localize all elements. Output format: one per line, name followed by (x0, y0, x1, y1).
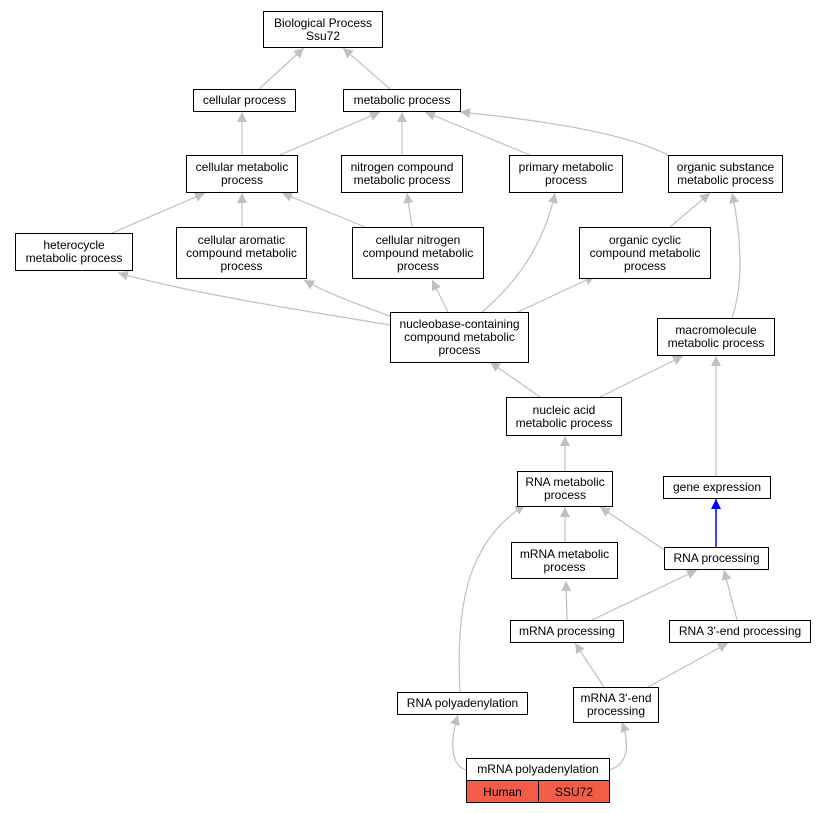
gene-symbol-cell[interactable]: SSU72 (538, 780, 610, 803)
node-cellular-process[interactable]: cellular process (193, 89, 296, 112)
edge-cp-bp (258, 47, 305, 90)
node-cellular-metabolic-process[interactable]: cellular metabolic process (186, 155, 298, 193)
edge-hmp-cmp (111, 192, 206, 234)
node-heterocycle-metabolic-process[interactable]: heterocycle metabolic process (15, 233, 133, 271)
node-organic-substance-metabolic-process[interactable]: organic substance metabolic process (668, 155, 783, 193)
edge-mrnap-mrnamp (561, 580, 572, 621)
edge-mrna3-mrnap (574, 642, 605, 688)
node-mrna-polyadenylation[interactable]: mRNA polyadenylation (466, 758, 610, 781)
node-mrna-processing[interactable]: mRNA processing (510, 620, 624, 643)
edge-namp-macmp (599, 355, 684, 398)
node-rna-processing[interactable]: RNA processing (664, 547, 769, 570)
node-rna-polyadenylation[interactable]: RNA polyadenylation (397, 692, 528, 715)
node-cellular-aromatic-compound-metabolic-process[interactable]: cellular aromatic compound metabolic pro… (176, 227, 307, 279)
node-nucleic-acid-metabolic-process[interactable]: nucleic acid metabolic process (506, 397, 622, 436)
node-biological-process[interactable]: Biological Process Ssu72 (263, 11, 383, 48)
edge-mrna3-rna3 (647, 642, 729, 688)
edge-rnap-rnamp (599, 506, 667, 552)
edge-mrnap-rnap (591, 569, 698, 621)
edge-osmp-mp (459, 108, 669, 156)
node-gene-expression[interactable]: gene expression (663, 476, 771, 499)
node-rna-metabolic-process[interactable]: RNA metabolic process (517, 471, 613, 507)
edge-nbcmp-hmp (117, 270, 391, 326)
edge-nbcmp-pmp (481, 192, 558, 313)
node-metabolic-process[interactable]: metabolic process (343, 89, 461, 112)
edge-nbcmp-occmp (517, 275, 596, 313)
edge-cmp-mp (279, 111, 381, 156)
node-primary-metabolic-process[interactable]: primary metabolic process (509, 155, 623, 193)
edge-macmp-osmp (729, 192, 741, 319)
node-mrna-3-end-processing[interactable]: mRNA 3'-end processing (573, 687, 659, 723)
edge-mp-bp (342, 47, 391, 90)
edge-rnapa-rnamp (458, 504, 526, 693)
node-macromolecule-metabolic-process[interactable]: macromolecule metabolic process (657, 318, 775, 356)
edge-namp-nbcmp (489, 361, 541, 398)
node-nitrogen-compound-metabolic-process[interactable]: nitrogen compound metabolic process (341, 155, 463, 193)
node-mrna-metabolic-process[interactable]: mRNA metabolic process (511, 542, 618, 579)
edge-cncmp-cmp (281, 192, 366, 228)
edge-cncmp-ncmp (403, 192, 414, 228)
edge-pmp-mp (424, 111, 531, 156)
edge-mrnapa-rnapa (450, 714, 467, 771)
node-organic-cyclic-compound-metabolic-process[interactable]: organic cyclic compound metabolic proces… (579, 227, 711, 279)
edge-nbcmp-cncmp (431, 279, 449, 313)
node-nucleobase-containing-compound-metabolic-process[interactable]: nucleobase-containing compound metabolic… (390, 312, 529, 363)
node-rna-3-end-processing[interactable]: RNA 3'-end processing (669, 620, 811, 643)
edge-occmp-osmp (669, 192, 711, 228)
edge-mrnapa-mrna3 (608, 721, 631, 771)
gene-species-cell: Human (466, 780, 539, 803)
edge-nbcmp-cacmp (303, 279, 396, 319)
edge-rna3-rnap (721, 569, 738, 621)
node-cellular-nitrogen-compound-metabolic-process[interactable]: cellular nitrogen compound metabolic pro… (352, 227, 484, 279)
